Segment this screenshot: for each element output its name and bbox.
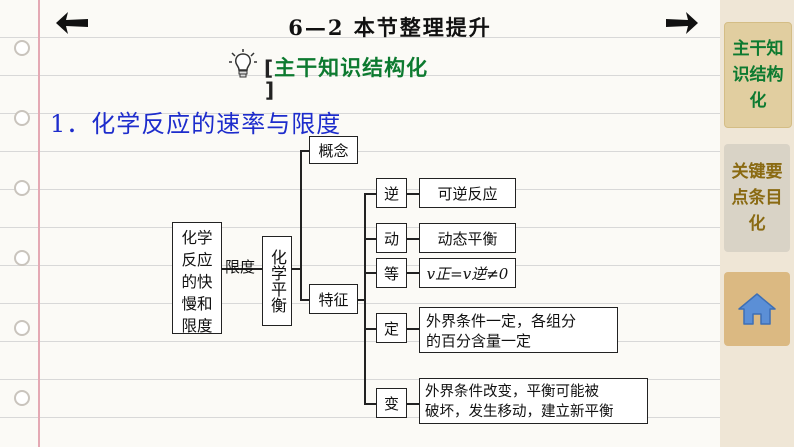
feature-desc-line: 破坏，发生移动，建立新平衡 xyxy=(425,404,614,420)
sidebar: 主干知识结构化 关键要点条目化 xyxy=(720,0,794,447)
tab-key-points[interactable]: 关键要点条目化 xyxy=(724,144,790,252)
feature-desc-dynamic: 动态平衡 xyxy=(419,223,516,253)
feature-desc-line: 外界条件改变，平衡可能被 xyxy=(425,384,599,400)
tab-key-points-label: 关键要点条目化 xyxy=(731,162,783,234)
arrow-right-icon[interactable] xyxy=(664,10,700,36)
feature-label-equal: 等 xyxy=(376,258,407,288)
section-title-text: 主干知识结构化 xyxy=(274,56,429,80)
connector-line xyxy=(300,150,310,152)
features-node: 特征 xyxy=(309,284,358,314)
root-node: 化学反应的快慢和限度 xyxy=(172,222,222,335)
connector-line xyxy=(221,268,263,270)
tab-main-knowledge-label: 主干知识结构化 xyxy=(732,39,784,111)
center-node: 化学平衡 xyxy=(262,236,292,326)
feature-label-change: 变 xyxy=(376,388,407,418)
feature-desc-change: 外界条件改变，平衡可能被 破坏，发生移动，建立新平衡 xyxy=(419,378,648,424)
notebook-page: 6—2 本节整理提升 [主干知识结构化 ] 1．化学反应的速率与限度 xyxy=(0,0,720,447)
connector-line xyxy=(407,193,419,195)
connector-line xyxy=(300,299,310,301)
page-title: 6—2 本节整理提升 xyxy=(288,15,492,40)
home-button[interactable] xyxy=(724,272,790,346)
root-node-label: 化学反应的快慢和限度 xyxy=(181,229,213,335)
binder-ring xyxy=(14,320,30,336)
feature-desc-fixed: 外界条件一定，各组分 的百分含量一定 xyxy=(419,307,618,353)
topic-heading: 1．化学反应的速率与限度 xyxy=(50,110,342,138)
ruled-lines xyxy=(0,0,720,447)
connector-line xyxy=(300,150,302,300)
feature-desc-line: 的百分含量一定 xyxy=(426,332,532,350)
feature-desc-equal: v正=v逆≠0 xyxy=(419,258,516,288)
connector-line xyxy=(364,328,376,330)
connector-line xyxy=(407,328,419,330)
tab-main-knowledge[interactable]: 主干知识结构化 xyxy=(724,22,792,128)
center-node-label: 化学平衡 xyxy=(268,249,287,313)
bracket-left: [ xyxy=(264,56,275,80)
connector-line xyxy=(364,238,376,240)
concept-node: 概念 xyxy=(309,136,358,164)
feature-desc-line: 外界条件一定，各组分 xyxy=(426,312,577,330)
binder-ring xyxy=(14,40,30,56)
binder-ring xyxy=(14,250,30,266)
connector-line xyxy=(358,299,365,301)
arrow-left-icon[interactable] xyxy=(54,10,90,36)
lightbulb-icon xyxy=(229,48,257,80)
feature-desc-reversible: 可逆反应 xyxy=(419,178,516,208)
feature-label-dynamic: 动 xyxy=(376,223,407,253)
binder-ring xyxy=(14,390,30,406)
connector-line xyxy=(407,238,419,240)
binder-ring xyxy=(14,110,30,126)
binder-ring xyxy=(14,180,30,196)
connector-line xyxy=(364,403,376,405)
section-title: [主干知识结构化 ] xyxy=(264,52,429,102)
connector-line xyxy=(407,272,419,274)
connector-line xyxy=(364,193,366,404)
connector-line xyxy=(291,268,301,270)
connector-line xyxy=(364,272,376,274)
connector-line xyxy=(407,403,419,405)
connector-label: 限度 xyxy=(225,258,256,276)
connector-line xyxy=(364,193,376,195)
feature-label-reversible: 逆 xyxy=(376,178,407,208)
bracket-right: ] xyxy=(265,78,276,102)
home-icon xyxy=(738,293,776,325)
feature-label-fixed: 定 xyxy=(376,313,407,343)
margin-line xyxy=(38,0,40,447)
